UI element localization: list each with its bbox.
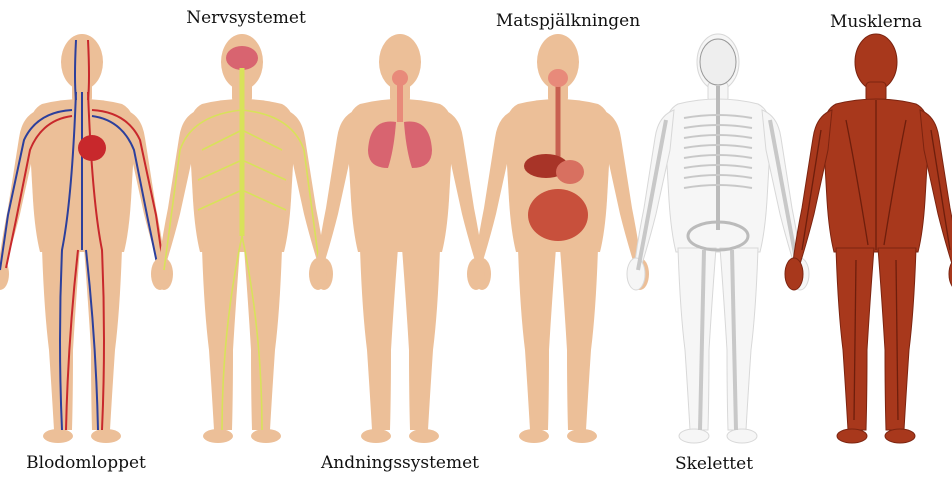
- body-silhouette: [785, 34, 952, 443]
- figure-muscle: [785, 34, 952, 443]
- stomach: [556, 160, 584, 184]
- body-silhouette: [0, 34, 173, 443]
- brain: [226, 46, 258, 70]
- label-digest: Matspjälkningen: [496, 13, 640, 30]
- larynx: [392, 70, 408, 86]
- label-nerve: Nervsystemet: [186, 10, 306, 27]
- label-skeleton: Skelettet: [675, 456, 753, 473]
- trachea: [397, 82, 403, 122]
- figure-blood: [0, 34, 173, 443]
- blood-vessel: [88, 40, 89, 100]
- limb-bone: [770, 120, 798, 270]
- label-muscle: Musklerna: [830, 14, 922, 31]
- blood-vessel: [75, 40, 76, 100]
- heart: [78, 135, 106, 161]
- figure-digest: [467, 34, 649, 443]
- label-breath: Andningssystemet: [321, 455, 479, 472]
- figure-skeleton: [627, 34, 809, 443]
- figure-breath: [309, 34, 491, 443]
- intestines: [528, 189, 588, 241]
- skull: [700, 39, 736, 85]
- limb-bone: [638, 120, 666, 270]
- mouth: [548, 69, 568, 87]
- label-blood: Blodomloppet: [26, 455, 146, 472]
- figure-nerve: [151, 34, 333, 443]
